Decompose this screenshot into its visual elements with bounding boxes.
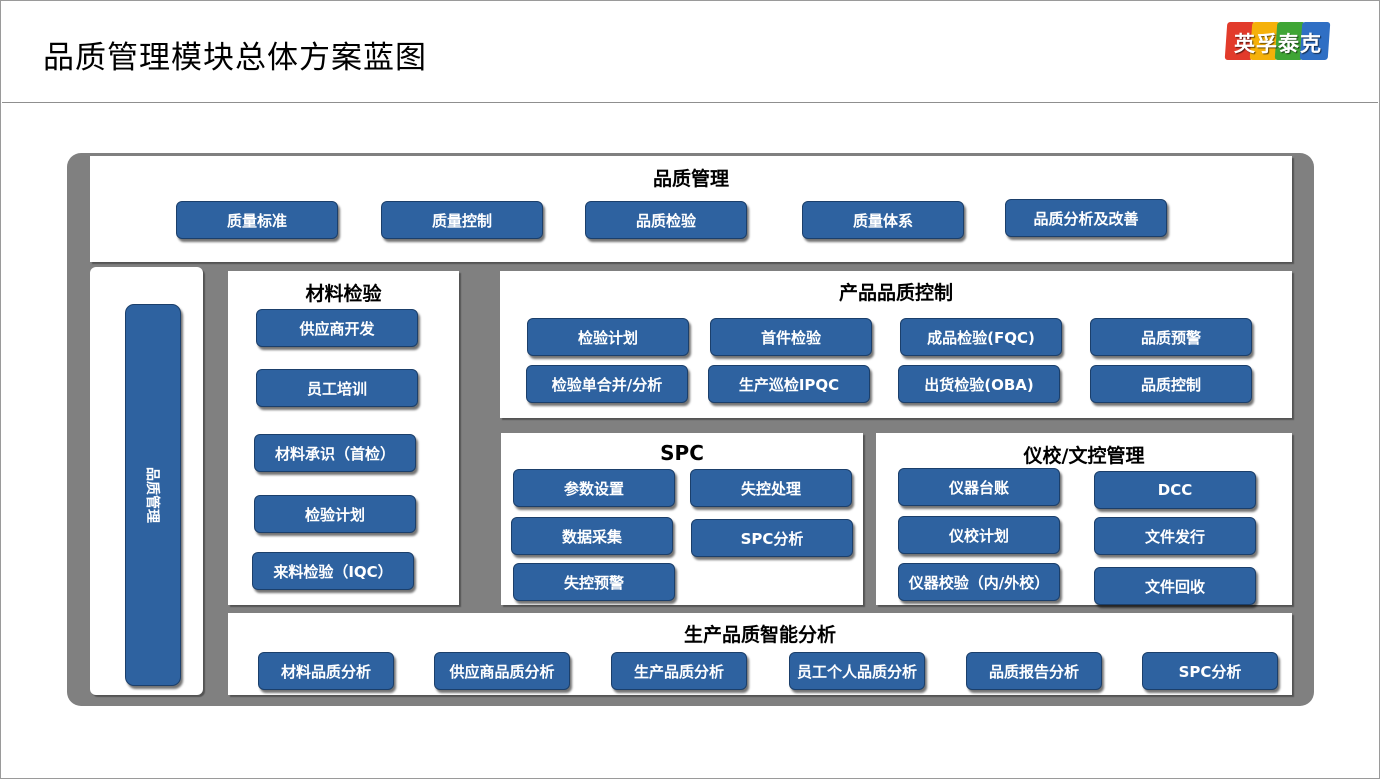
logo-text: 英孚泰克 — [1234, 32, 1322, 56]
instrument-calibration-button[interactable]: 仪器校验（内/外校） — [898, 563, 1060, 601]
data-collection-button[interactable]: 数据采集 — [511, 517, 673, 555]
employee-training-button[interactable]: 员工培训 — [256, 369, 418, 407]
material-quality-analysis-button[interactable]: 材料品质分析 — [258, 652, 394, 690]
inspection-plan-button[interactable]: 检验计划 — [527, 318, 689, 356]
document-release-button[interactable]: 文件发行 — [1094, 517, 1256, 555]
production-spc-analysis-button[interactable]: SPC分析 — [1142, 652, 1278, 690]
quality-standard-button[interactable]: 质量标准 — [176, 201, 338, 239]
incoming-inspection-iqc-button[interactable]: 来料检验（IQC） — [252, 552, 414, 590]
oba-button[interactable]: 出货检验(OBA) — [898, 365, 1060, 403]
product-quality-control-button[interactable]: 品质控制 — [1090, 365, 1252, 403]
side-quality-management-label: 品质管理 — [144, 467, 160, 523]
instrument-document-panel: 仪校/文控管理 仪器台账 DCC 仪校计划 文件发行 仪器校验（内/外校） 文件… — [876, 433, 1292, 605]
intelligent-analysis-panel: 生产品质智能分析 材料品质分析 供应商品质分析 生产品质分析 员工个人品质分析 … — [228, 613, 1292, 695]
product-quality-control-panel: 产品品质控制 检验计划 首件检验 成品检验(FQC) 品质预警 检验单合并/分析… — [500, 271, 1292, 418]
quality-analysis-improvement-button[interactable]: 品质分析及改善 — [1005, 199, 1167, 237]
material-approval-button[interactable]: 材料承识（首检） — [254, 434, 416, 472]
out-of-control-warning-button[interactable]: 失控预警 — [513, 563, 675, 601]
supplier-development-button[interactable]: 供应商开发 — [256, 309, 418, 347]
quality-inspection-button[interactable]: 品质检验 — [585, 201, 747, 239]
spc-analysis-button[interactable]: SPC分析 — [691, 519, 853, 557]
quality-control-button[interactable]: 质量控制 — [381, 201, 543, 239]
calibration-plan-button[interactable]: 仪校计划 — [898, 516, 1060, 554]
fqc-button[interactable]: 成品检验(FQC) — [900, 318, 1062, 356]
company-logo: 英孚泰克 — [1224, 22, 1331, 62]
instrument-document-title: 仪校/文控管理 — [1023, 445, 1145, 467]
spc-panel: SPC 参数设置 失控处理 数据采集 SPC分析 失控预警 — [501, 433, 863, 605]
product-quality-control-title: 产品品质控制 — [838, 282, 953, 304]
material-inspection-plan-button[interactable]: 检验计划 — [254, 495, 416, 533]
inspection-merge-analysis-button[interactable]: 检验单合并/分析 — [526, 365, 688, 403]
page-title: 品质管理模块总体方案蓝图 — [43, 40, 427, 76]
material-inspection-panel: 材料检验 供应商开发 员工培训 材料承识（首检） 检验计划 来料检验（IQC） — [228, 271, 459, 605]
instrument-ledger-button[interactable]: 仪器台账 — [898, 468, 1060, 506]
supplier-quality-analysis-button[interactable]: 供应商品质分析 — [434, 652, 570, 690]
quality-system-button[interactable]: 质量体系 — [802, 201, 964, 239]
quality-management-panel: 品质管理 质量标准 质量控制 品质检验 质量体系 品质分析及改善 — [90, 156, 1292, 262]
employee-quality-analysis-button[interactable]: 员工个人品质分析 — [789, 652, 925, 690]
quality-report-analysis-button[interactable]: 品质报告分析 — [966, 652, 1102, 690]
intelligent-analysis-title: 生产品质智能分析 — [683, 624, 836, 646]
first-article-inspection-button[interactable]: 首件检验 — [710, 318, 872, 356]
document-recall-button[interactable]: 文件回收 — [1094, 567, 1256, 605]
side-quality-management-bar[interactable]: 品质管理 — [125, 304, 181, 686]
dcc-button[interactable]: DCC — [1094, 471, 1256, 509]
ipqc-button[interactable]: 生产巡检IPQC — [708, 365, 870, 403]
title-divider — [2, 102, 1378, 103]
material-inspection-title: 材料检验 — [305, 283, 382, 305]
parameter-settings-button[interactable]: 参数设置 — [513, 469, 675, 507]
quality-management-title: 品质管理 — [652, 168, 729, 190]
quality-warning-button[interactable]: 品质预警 — [1090, 318, 1252, 356]
spc-title: SPC — [660, 441, 704, 465]
production-quality-analysis-button[interactable]: 生产品质分析 — [611, 652, 747, 690]
out-of-control-handling-button[interactable]: 失控处理 — [690, 469, 852, 507]
